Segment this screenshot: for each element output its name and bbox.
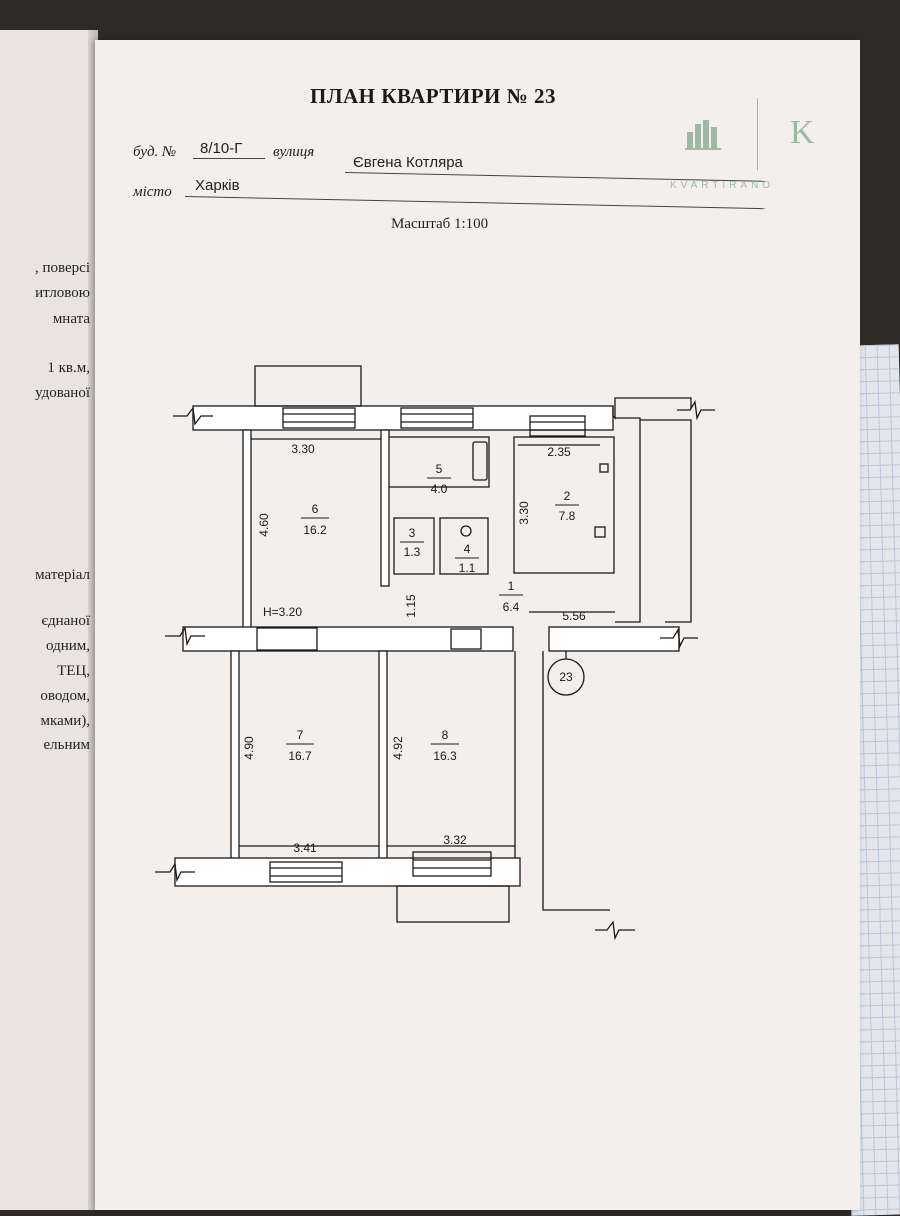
city-label: місто [133, 184, 172, 200]
room-8-id: 8 [442, 728, 449, 742]
door-6-7 [256, 627, 318, 651]
left-text-fragment: мками), [40, 713, 90, 729]
room2-box [513, 436, 615, 574]
room-2-area: 7.8 [559, 509, 576, 523]
logo-text: KVARTIRANO [670, 180, 775, 191]
dim-room2-width: 2.35 [547, 445, 571, 459]
room-1-area: 6.4 [503, 600, 520, 614]
top-balcony [254, 365, 362, 407]
right-stair-side [615, 417, 641, 623]
dim-room8-height: 4.92 [391, 736, 405, 760]
street-label: вулиця [273, 144, 315, 160]
break-mark [660, 628, 698, 649]
scale-label: Масштаб 1:100 [391, 216, 489, 232]
room-5-area: 4.0 [431, 482, 448, 496]
bottom-wall [174, 857, 521, 887]
logo-letter: K [790, 114, 815, 151]
room-2-id: 2 [564, 489, 571, 503]
room-6-id: 6 [312, 502, 319, 516]
left-text-fragment: удованої [35, 385, 90, 401]
page-title: ПЛАН КВАРТИРИ № 23 [310, 84, 556, 108]
left-text-fragment: итловою [35, 285, 90, 301]
dim-room7-width: 3.41 [293, 841, 317, 855]
window-top-3 [529, 415, 586, 437]
room-7-area: 16.7 [288, 749, 312, 763]
building-label: буд. № [133, 144, 177, 160]
break-mark [165, 626, 205, 647]
logo-divider [757, 98, 758, 170]
plan-page: ПЛАН КВАРТИРИ № 23 буд. № 8/10-Г вулиця … [95, 40, 860, 1210]
dim-room8-width: 3.32 [443, 833, 467, 847]
break-mark [173, 406, 213, 426]
room-7-id: 7 [297, 728, 304, 742]
bathtub [472, 441, 488, 481]
left-text-fragment: ТЕЦ, [57, 663, 90, 679]
break-mark [677, 400, 715, 421]
city-value: Харків [195, 177, 240, 194]
room-4-id: 4 [464, 542, 471, 556]
room-labels-layer: 6 16.2 5 4.0 2 7.8 3 1.3 4 1.1 1 6.4 7 1… [242, 442, 586, 855]
left-text-fragment: 1 кв.м, [47, 360, 90, 376]
window-bottom-2 [412, 851, 492, 877]
apartment-number: 23 [559, 670, 573, 684]
room-5-id: 5 [436, 462, 443, 476]
toilet [460, 525, 472, 537]
dim-corridor-length: 5.56 [562, 609, 586, 623]
room-1-id: 1 [508, 579, 515, 593]
left-text-fragment: мната [52, 311, 90, 327]
break-mark [595, 920, 635, 941]
room3-box [393, 517, 435, 575]
room-6-area: 16.2 [303, 523, 327, 537]
ceiling-height: Н=3.20 [263, 605, 302, 619]
left-text-fragment: оводом, [40, 688, 90, 704]
room-3-area: 1.3 [404, 545, 421, 559]
page-gutter [88, 30, 98, 1210]
dim-room2-height: 3.30 [517, 501, 531, 525]
room2-fixture [599, 463, 609, 473]
building-underline [193, 158, 265, 159]
building-logo-icon [685, 120, 721, 150]
right-stair-top [612, 397, 692, 420]
break-mark [155, 862, 195, 883]
window-top-1 [282, 407, 356, 429]
top-wall [192, 405, 614, 431]
floor-plan [155, 365, 715, 941]
outer-corridor-wall [542, 651, 610, 911]
dim-room6-width: 3.30 [291, 442, 315, 456]
left-text-fragment: ельним [43, 737, 90, 753]
building-number: 8/10-Г [200, 140, 243, 157]
street-value: Євгена Котляра [353, 154, 463, 171]
left-text-fragment: одним, [46, 638, 90, 654]
room-3-id: 3 [409, 526, 416, 540]
middle-wall [182, 626, 514, 652]
left-text-fragment: матеріал [35, 567, 90, 583]
room-8-area: 16.3 [433, 749, 457, 763]
dim-room7-height: 4.90 [242, 736, 256, 760]
door-corridor [450, 628, 482, 650]
dim-room6-height: 4.60 [257, 513, 271, 537]
room-4-area: 1.1 [459, 561, 476, 575]
window-top-2 [400, 407, 474, 429]
left-page: , поверсі итловою мната 1 кв.м, удованої… [0, 30, 98, 1210]
corridor-left-wall [380, 429, 390, 587]
window-bottom-1 [269, 861, 343, 883]
left-text-fragment: єднаної [41, 613, 90, 629]
left-text-fragment: , поверсі [34, 260, 90, 276]
room2-radiator [594, 526, 606, 538]
bottom-balcony [396, 885, 510, 923]
right-stair-inner [640, 419, 692, 623]
room4-box [439, 517, 489, 575]
dim-corridor: 1.15 [404, 594, 418, 618]
